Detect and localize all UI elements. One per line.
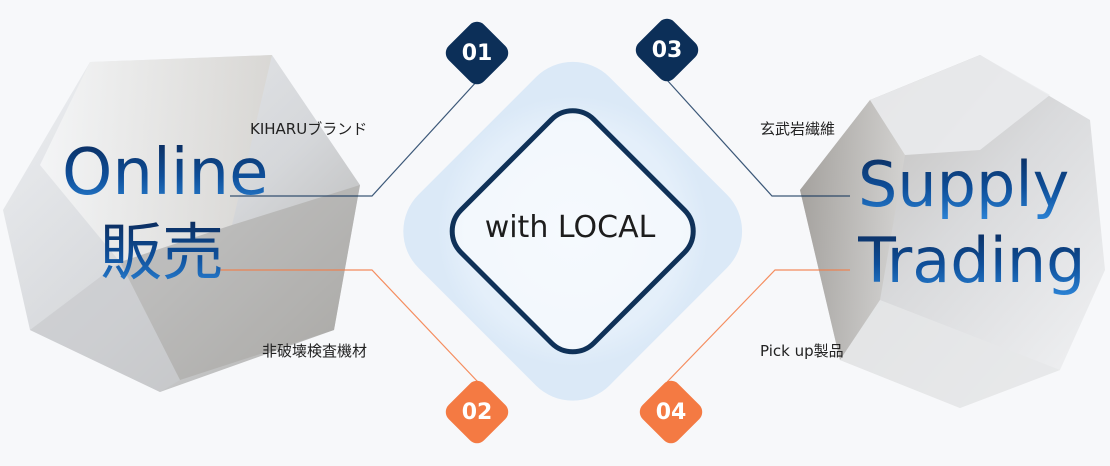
left-polyhedron-image [3, 55, 360, 392]
online-word: Online [62, 136, 269, 210]
badge-03-number: 03 [651, 37, 683, 63]
hanbai-word: 販売 [100, 216, 225, 289]
trading-word: Trading [858, 224, 1086, 297]
supply-word: Supply [858, 148, 1070, 221]
item-label-kiharu: KIHARUブランド [250, 120, 368, 138]
badge-02: 02 [441, 376, 513, 448]
center-text: with LOCAL [484, 210, 656, 245]
badge-04-number: 04 [655, 399, 687, 425]
badge-01-number: 01 [461, 40, 493, 66]
item-label-ndt-equipment: 非破壊検査機材 [262, 342, 368, 360]
item-label-basalt-fiber: 玄武岩繊維 [760, 120, 836, 138]
badge-04: 04 [635, 376, 707, 448]
badge-02-number: 02 [461, 399, 493, 425]
badge-01: 01 [441, 17, 513, 89]
badge-03: 03 [631, 14, 703, 86]
center-diamond [403, 61, 743, 401]
item-label-pickup-products: Pick up製品 [760, 342, 844, 360]
connector-lines [60, 48, 1070, 415]
right-polyhedron-image [800, 55, 1105, 408]
